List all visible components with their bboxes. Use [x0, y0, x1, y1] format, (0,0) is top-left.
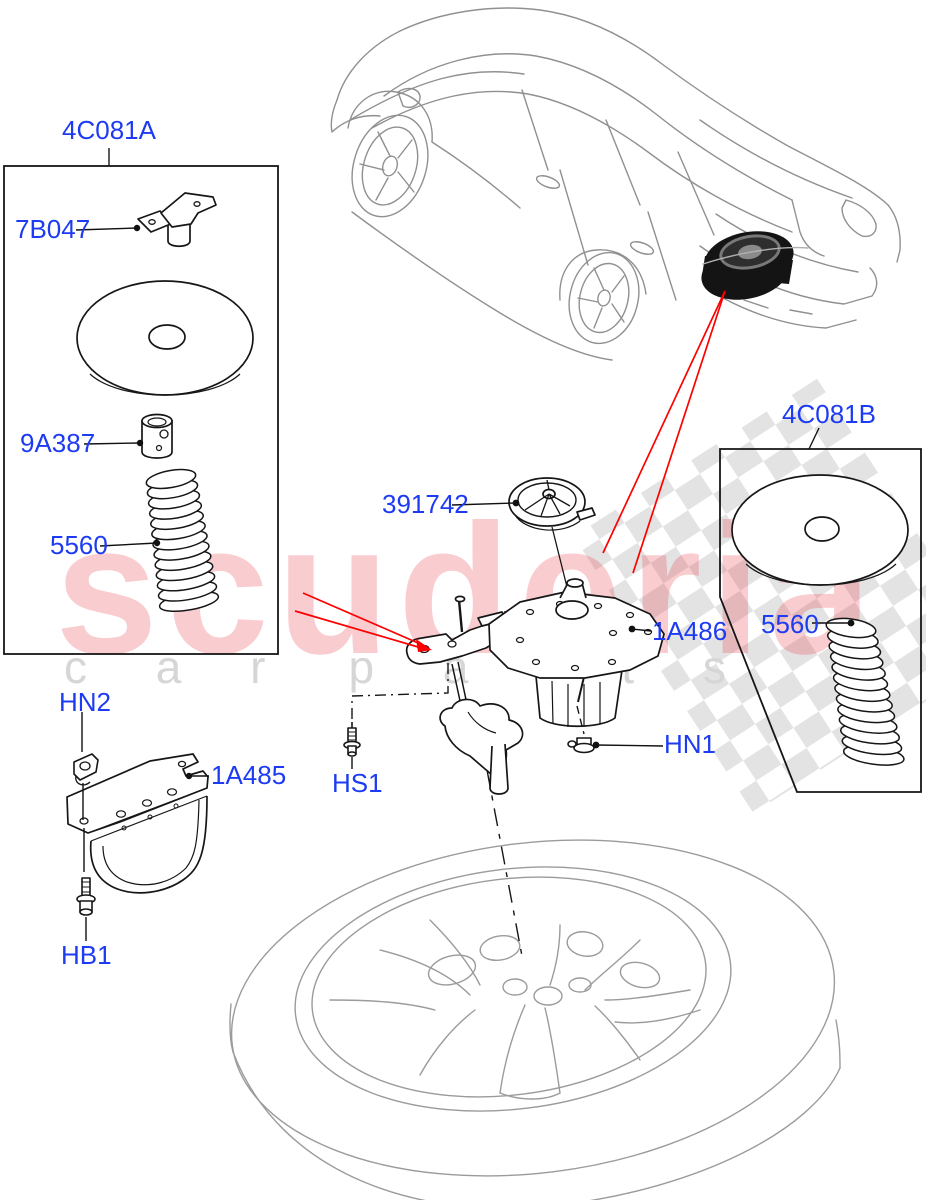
part-label-hn2[interactable]: HN2 [59, 687, 112, 717]
nut-hn2-drawing [73, 753, 99, 786]
spare-wheel-drawing [229, 839, 841, 1200]
part-label-1a485[interactable]: 1A485 [211, 760, 287, 790]
kit-box-4c081a [3, 148, 279, 655]
vehicle-illustration [330, 7, 901, 361]
leader-lines [75, 224, 855, 941]
part-label-hs1[interactable]: HS1 [332, 768, 383, 798]
cap-391742-drawing [508, 477, 596, 596]
screw-hs1-drawing [343, 722, 361, 757]
part-label-hn1[interactable]: HN1 [664, 729, 717, 759]
part-label-9a387[interactable]: 9A387 [20, 428, 96, 458]
kit-box-4c081b [719, 427, 922, 793]
part-label-4c081a[interactable]: 4C081A [62, 115, 156, 145]
winch-assembly-1a486-drawing [405, 578, 665, 795]
part-label-1a486[interactable]: 1A486 [652, 616, 728, 646]
part-label-7b047[interactable]: 7B047 [15, 214, 91, 244]
part-label-4c081b[interactable]: 4C081B [782, 399, 876, 429]
part-label-391742[interactable]: 391742 [382, 489, 469, 519]
part-label-5560-right[interactable]: 5560 [761, 609, 819, 639]
nut-hn1-drawing [567, 737, 595, 754]
spring-drawing-left [145, 468, 220, 612]
bolt-hb1-drawing [76, 877, 96, 916]
part-label-5560-left[interactable]: 5560 [50, 530, 108, 560]
part-label-hb1[interactable]: HB1 [61, 940, 112, 970]
bracket-7b047-drawing [137, 192, 217, 248]
assembly-alignment-lines [351, 663, 585, 957]
washer-drawing-a [76, 280, 254, 396]
retainer-9a387-drawing [141, 413, 173, 459]
washer-drawing-b [731, 474, 909, 586]
bracket-1a485-drawing [66, 753, 209, 894]
red-leader-lines [294, 290, 726, 652]
